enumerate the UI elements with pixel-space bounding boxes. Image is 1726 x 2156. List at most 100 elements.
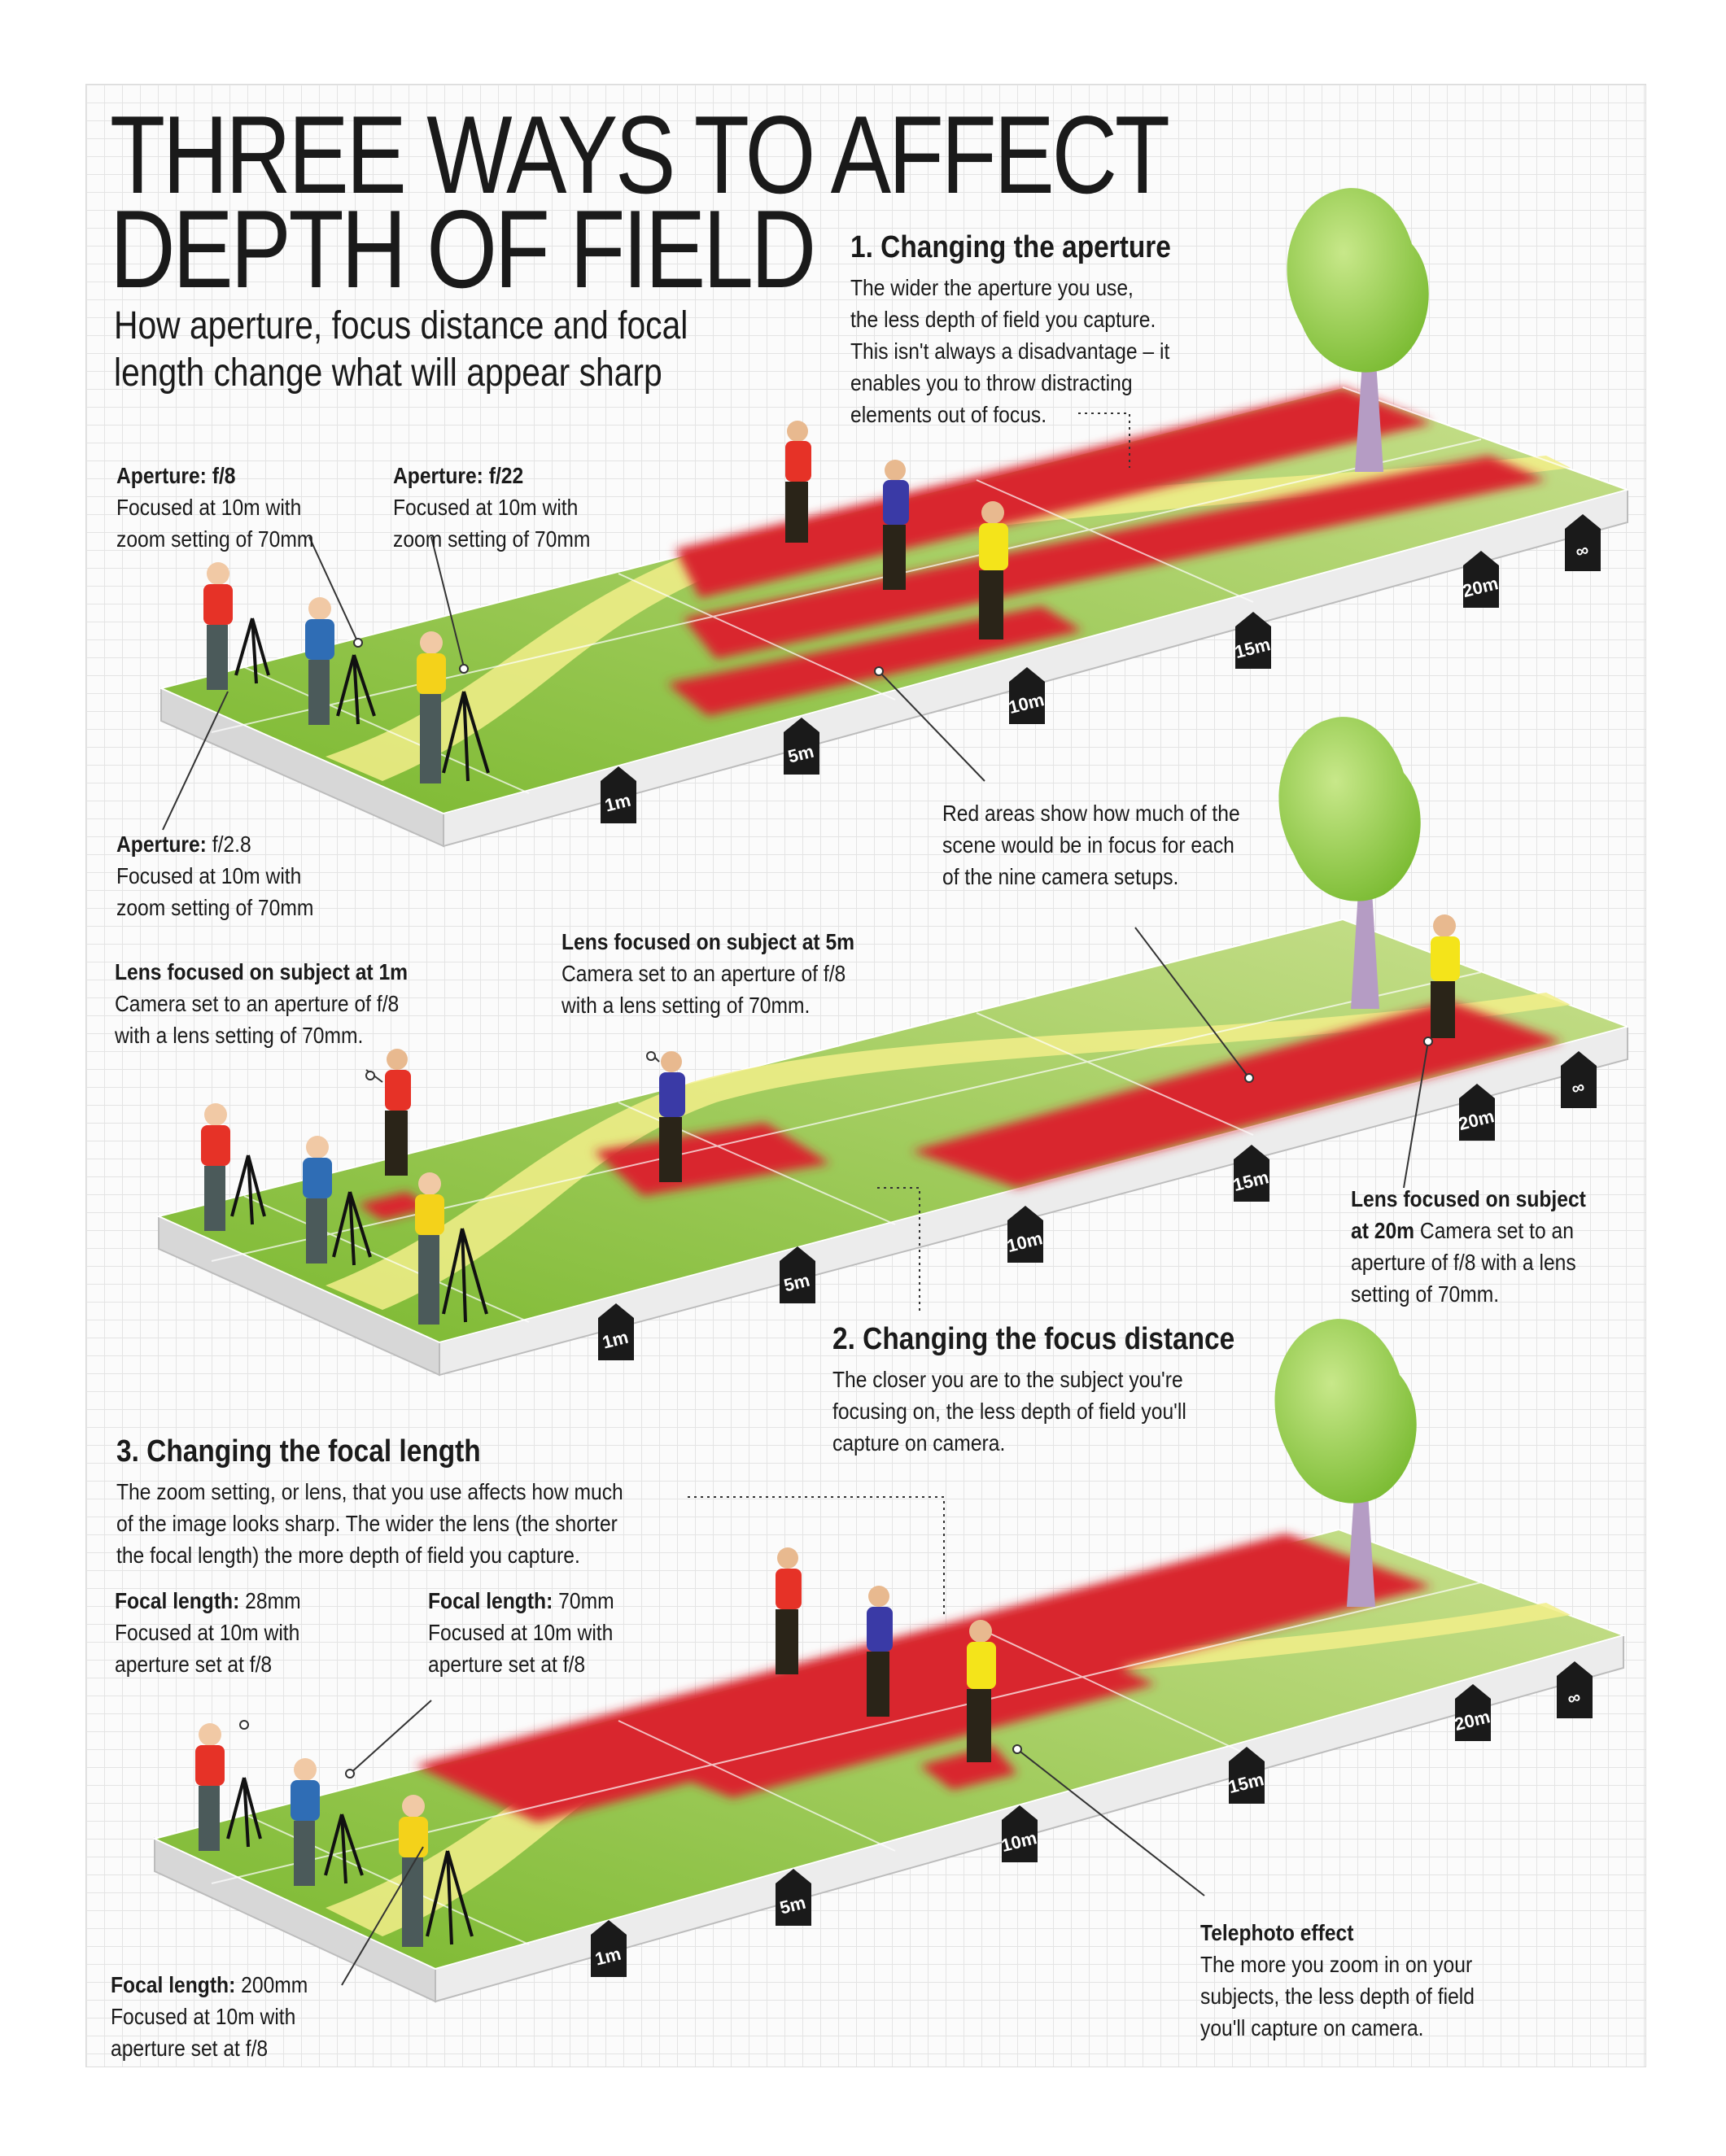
label-bold: Lens focused on subject: [1351, 1186, 1586, 1211]
distance-marker-1: 10m: [1007, 667, 1047, 724]
label-value: f/22: [483, 463, 524, 488]
label-line: Focused at 10m with: [116, 495, 302, 520]
walker-red-1: [785, 421, 811, 543]
label-line: setting of 70mm.: [1351, 1281, 1500, 1307]
page-title: THREE WAYS TO AFFECT DEPTH OF FIELD: [110, 99, 1170, 304]
label-line: Focused at 10m with: [393, 495, 579, 520]
distance-marker-label: ∞: [1570, 1076, 1587, 1099]
label-line: Focused at 10m with: [111, 2004, 296, 2029]
distance-marker-3: 5m: [776, 1869, 811, 1926]
distance-marker-tag: [1557, 1661, 1593, 1718]
distance-marker-3: 20m: [1453, 1684, 1492, 1741]
distance-marker-2: 1m: [598, 1303, 634, 1360]
tree-3: [1274, 1319, 1417, 1607]
label-bold: Aperture:: [393, 463, 483, 488]
distance-marker-1: 20m: [1461, 551, 1501, 608]
distance-marker-tag: [1009, 667, 1045, 724]
section1-body-line: This isn't always a disadvantage – it: [850, 338, 1170, 364]
label-focal-28mm: Focal length: 28mm Focused at 10m with a…: [115, 1585, 301, 1680]
section2-body-line: capture on camera.: [832, 1430, 1006, 1456]
photographer-red-3: [195, 1723, 262, 1851]
label-line: aperture of f/8 with a lens: [1351, 1250, 1576, 1275]
distance-marker-tag: [1561, 1051, 1597, 1108]
walker-blue-2: [659, 1051, 685, 1182]
distance-marker-3: ∞: [1557, 1661, 1593, 1718]
distance-marker-tag: [1455, 1684, 1491, 1741]
section3-heading: 3. Changing the focal length: [116, 1434, 481, 1469]
platform-2: [155, 918, 1631, 1377]
section2-body: The closer you are to the subject you're…: [832, 1364, 1234, 1459]
section3-body-line: The zoom setting, or lens, that you use …: [116, 1479, 623, 1504]
label-line: aperture set at f/8: [115, 1652, 273, 1677]
label-line: scene would be in focus for each: [942, 832, 1234, 858]
label-line: Camera set to an aperture of f/8: [115, 991, 400, 1016]
section1-body-line: the less depth of field you capture.: [850, 307, 1156, 332]
section1-body-line: enables you to throw distracting: [850, 370, 1133, 395]
platform-1-focus-band-f22: [675, 387, 1432, 598]
distance-marker-1: ∞: [1565, 514, 1601, 571]
platform-1: [158, 386, 1631, 848]
distance-marker-2: 10m: [1005, 1206, 1045, 1263]
platform-3-focus-200mm: [920, 1745, 1017, 1790]
label-value: f/2.8: [206, 831, 251, 857]
label-bold: Telephoto effect: [1200, 1920, 1354, 1945]
photographer-red-2: [201, 1103, 266, 1231]
label-line: zoom setting of 70mm: [393, 526, 591, 552]
section3-body: The zoom setting, or lens, that you use …: [116, 1476, 623, 1571]
photographer-yellow-3: [399, 1795, 474, 1947]
label-bold: Aperture:: [116, 463, 207, 488]
photographer-blue-3: [291, 1758, 364, 1886]
platform-2-focus-1m: [358, 1192, 431, 1220]
label-focus-5m: Lens focused on subject at 5m Camera set…: [561, 926, 854, 1021]
label-focus-1m: Lens focused on subject at 1m Camera set…: [115, 956, 408, 1051]
label-bold: Lens focused on subject at 5m: [561, 929, 855, 954]
platform-2-focus-5m: [594, 1123, 830, 1196]
label-line: with a lens setting of 70mm.: [115, 1023, 364, 1048]
label-rest: Camera set to an: [1414, 1218, 1574, 1243]
distance-marker-3: 10m: [999, 1805, 1039, 1862]
distance-marker-2: 5m: [780, 1246, 815, 1303]
label-line: Focused at 10m with: [428, 1620, 614, 1645]
label-focal-70mm: Focal length: 70mm Focused at 10m with a…: [428, 1585, 614, 1680]
label-line: zoom setting of 70mm: [116, 895, 314, 920]
label-line: aperture set at f/8: [111, 2036, 269, 2061]
label-bold: Aperture:: [116, 831, 207, 857]
page-subtitle-line1: How aperture, focus distance and focal: [114, 304, 688, 347]
label-focal-200mm: Focal length: 200mm Focused at 10m with …: [111, 1969, 308, 2064]
section2-body-line: focusing on, the less depth of field you…: [832, 1399, 1186, 1424]
distance-marker-tag: [598, 1303, 634, 1360]
label-value: 28mm: [239, 1588, 301, 1613]
section1-body-line: elements out of focus.: [850, 402, 1047, 427]
distance-marker-tag: [591, 1920, 627, 1977]
section2-heading: 2. Changing the focus distance: [832, 1322, 1235, 1356]
section1-body-line: The wider the aperture you use,: [850, 275, 1134, 300]
photographer-red-1: [203, 562, 270, 690]
section1: 1. Changing the aperture The wider the a…: [850, 230, 1215, 430]
walker-red-3: [776, 1547, 802, 1674]
label-value: f/8: [206, 463, 236, 488]
distance-marker-tag: [1463, 551, 1499, 608]
label-value: 70mm: [553, 1588, 614, 1613]
walker-blue-1: [883, 460, 909, 590]
section1-body: The wider the aperture you use, the less…: [850, 272, 1171, 430]
distance-marker-tag: [780, 1246, 815, 1303]
distance-marker-tag: [1459, 1084, 1495, 1141]
distance-marker-2: 20m: [1457, 1084, 1497, 1141]
label-line: Focused at 10m with: [115, 1620, 300, 1645]
label-aperture-f8: Aperture: f/8 Focused at 10m with zoom s…: [116, 460, 313, 555]
label-bold: Lens focused on subject at 1m: [115, 959, 409, 984]
tree-2: [1278, 717, 1421, 1009]
distance-marker-tag: [776, 1869, 811, 1926]
label-bold: Focal length:: [111, 1972, 236, 1997]
distance-marker-1: 5m: [784, 718, 819, 775]
section2: 2. Changing the focus distance The close…: [832, 1322, 1290, 1459]
callout-lines: [162, 536, 1429, 1986]
photographer-blue-2: [303, 1136, 372, 1266]
label-red-areas: Red areas show how much of the scene wou…: [942, 797, 1240, 893]
label-line: The more you zoom in on your: [1200, 1952, 1473, 1977]
distance-markers: 1m5m10m15m20m∞1m5m10m15m20m∞1m5m10m15m20…: [591, 514, 1601, 1977]
section3: 3. Changing the focal length The zoom se…: [116, 1434, 693, 1571]
walker-blue-3: [867, 1586, 893, 1717]
distance-marker-tag: [1007, 1206, 1043, 1263]
tree-1: [1287, 188, 1429, 472]
